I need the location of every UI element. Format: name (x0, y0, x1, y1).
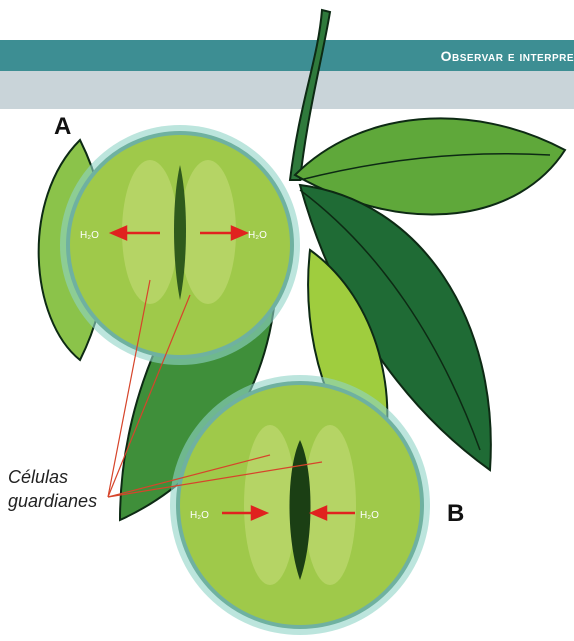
guard-cell-right (304, 425, 356, 585)
guard-cells-caption: Células guardianes (8, 465, 97, 513)
label-b: B (447, 500, 464, 528)
guard-cell-left (244, 425, 296, 585)
label-a: A (54, 113, 71, 141)
h2o-label: H₂O (248, 230, 267, 241)
h2o-label: H₂O (80, 230, 99, 241)
caption-line: guardianes (8, 489, 97, 513)
h2o-label: H₂O (360, 510, 379, 521)
h2o-label: H₂O (190, 510, 209, 521)
caption-line: Células (8, 465, 97, 489)
